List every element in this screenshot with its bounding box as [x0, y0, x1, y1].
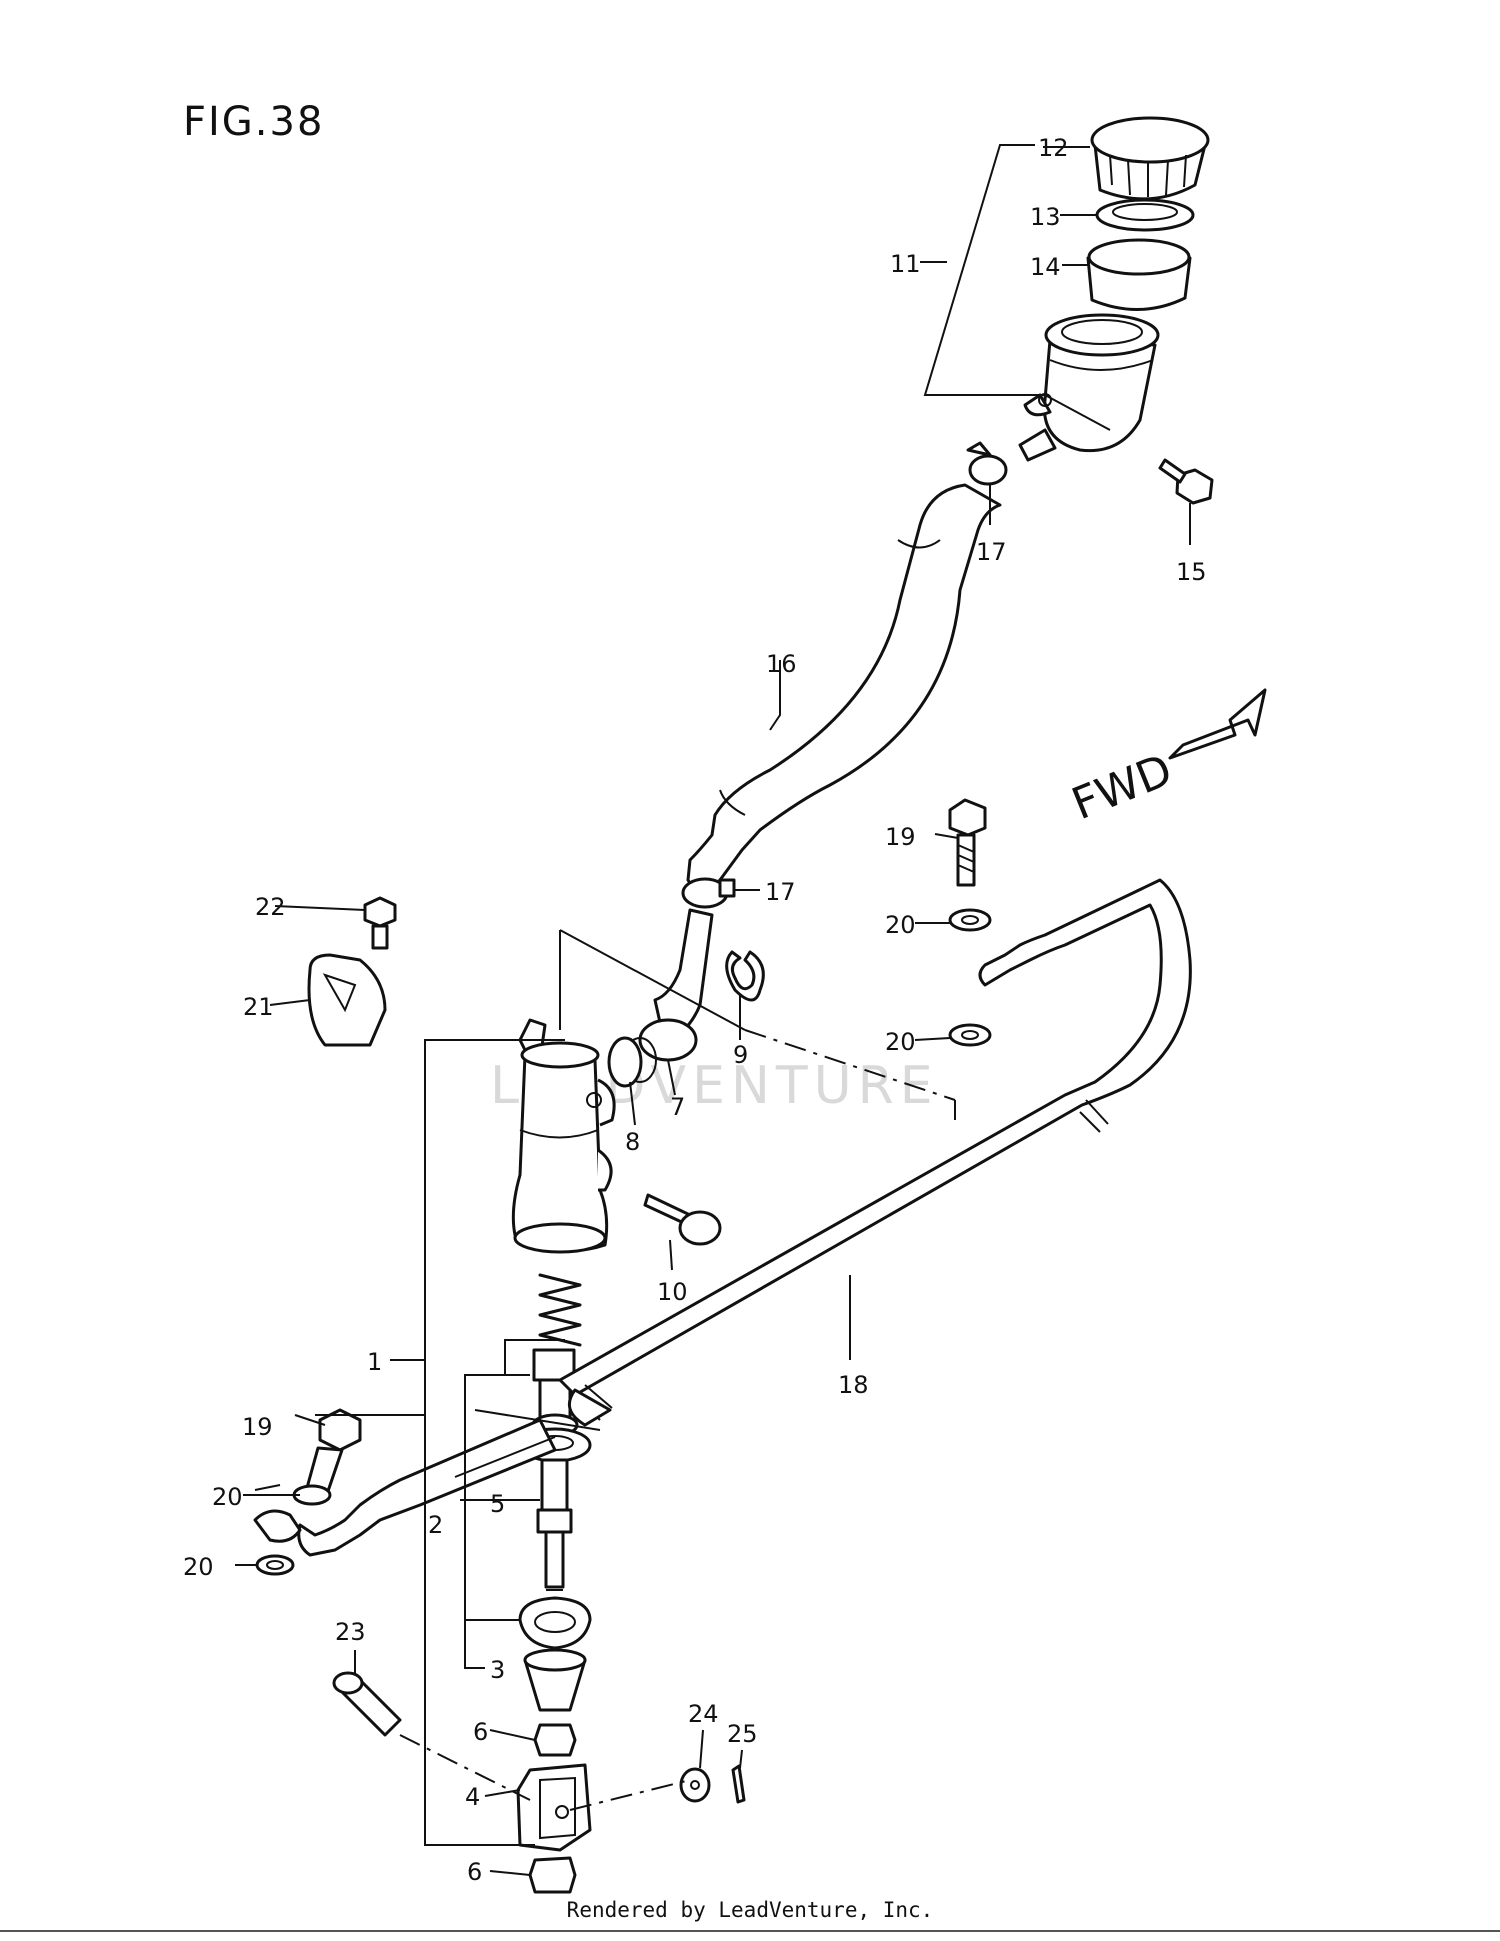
- callout-19-right: 19: [885, 823, 916, 851]
- callout-6-upper: 6: [473, 1718, 488, 1746]
- nut-6-upper: [533, 1723, 577, 1757]
- callout-22: 22: [255, 893, 286, 921]
- o-ring-8: [607, 1036, 643, 1088]
- bolt-10: [643, 1193, 722, 1246]
- bolt-15: [1158, 458, 1214, 505]
- banjo-bolt-19-right: [948, 798, 987, 887]
- circlip: [518, 1596, 592, 1650]
- washer-20-a: [948, 908, 992, 932]
- callout-20-d: 20: [183, 1553, 214, 1581]
- callout-23: 23: [335, 1618, 366, 1646]
- push-rod-5: [536, 1458, 573, 1601]
- diaphragm-14: [1086, 238, 1192, 311]
- spring: [538, 1273, 582, 1347]
- circlip-9: [725, 950, 765, 1002]
- callout-20-c: 20: [212, 1483, 243, 1511]
- callout-19-left: 19: [242, 1413, 273, 1441]
- reservoir-body-11: [1018, 313, 1160, 462]
- callout-12: 12: [1038, 134, 1069, 162]
- bracket-21: [307, 953, 387, 1047]
- reservoir-hose-16: [686, 483, 1002, 892]
- callout-16: 16: [766, 650, 797, 678]
- callout-10: 10: [657, 1278, 688, 1306]
- cotter-pin-25: [731, 1764, 746, 1804]
- fwd-label: FWD: [1065, 744, 1179, 830]
- master-cylinder-1: [511, 1018, 616, 1254]
- callout-18: 18: [838, 1371, 869, 1399]
- callout-5: 5: [490, 1490, 505, 1518]
- bolt-22: [363, 896, 397, 950]
- reservoir-cap-12: [1090, 116, 1210, 201]
- callout-17-top: 17: [976, 538, 1007, 566]
- washer-24: [679, 1767, 711, 1803]
- brake-hose-lower: [297, 1418, 557, 1557]
- callout-7: 7: [670, 1093, 685, 1121]
- callout-17-mid: 17: [765, 878, 796, 906]
- footer-divider: [0, 1930, 1500, 1932]
- callout-20-a: 20: [885, 911, 916, 939]
- callout-15: 15: [1176, 558, 1207, 586]
- footer-credit: Rendered by LeadVenture, Inc.: [566, 1898, 934, 1922]
- callout-9: 9: [733, 1041, 748, 1069]
- figure-title: FIG.38: [183, 99, 324, 145]
- callout-21: 21: [243, 993, 274, 1021]
- callout-25: 25: [727, 1720, 758, 1748]
- callout-14: 14: [1030, 253, 1061, 281]
- callout-24: 24: [688, 1700, 719, 1728]
- washer-20-b: [948, 1023, 992, 1047]
- callout-13: 13: [1030, 203, 1061, 231]
- washer-20-d: [255, 1554, 295, 1576]
- bolt-23: [332, 1671, 402, 1737]
- callout-1: 1: [367, 1348, 382, 1376]
- nut-6-lower: [528, 1856, 577, 1894]
- callout-8: 8: [625, 1128, 640, 1156]
- callout-2: 2: [428, 1511, 443, 1539]
- clamp-17-top: [966, 441, 1008, 486]
- plate-13: [1095, 198, 1195, 232]
- callout-6-lower: 6: [467, 1858, 482, 1886]
- brake-hose-18: [558, 878, 1192, 1397]
- callout-4: 4: [465, 1783, 480, 1811]
- clamp-17-mid: [681, 877, 736, 909]
- callout-3: 3: [490, 1656, 505, 1684]
- fwd-arrow-icon: [1168, 688, 1267, 760]
- callout-20-b: 20: [885, 1028, 916, 1056]
- callout-11: 11: [890, 250, 921, 278]
